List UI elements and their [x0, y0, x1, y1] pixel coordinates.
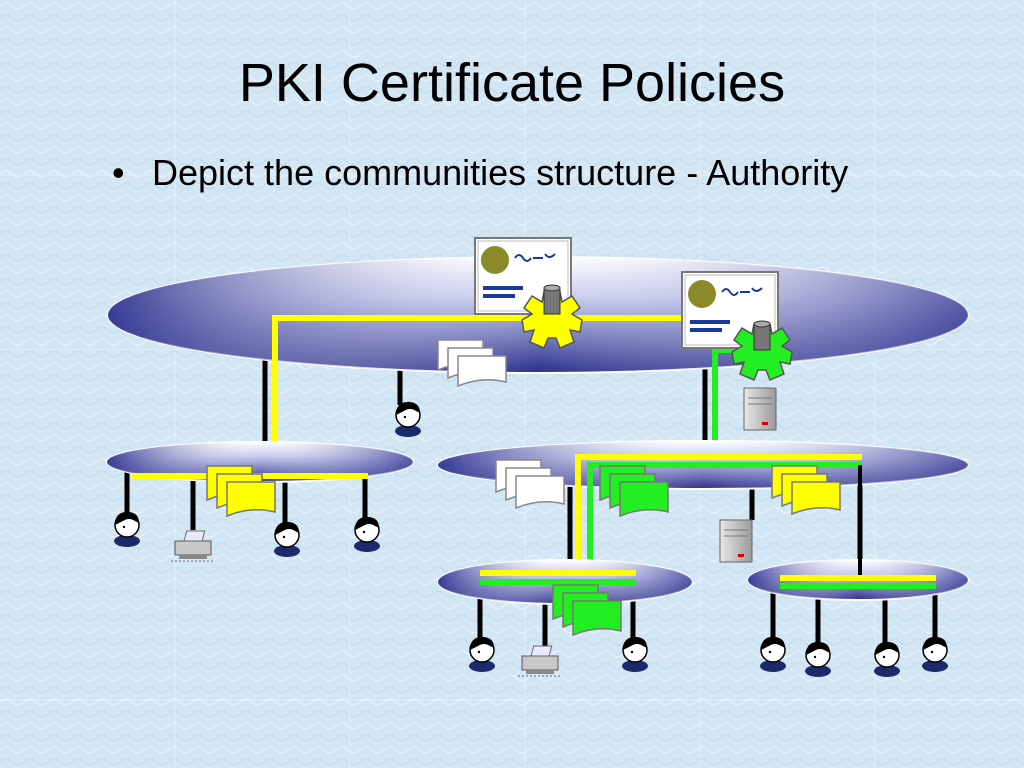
middle-green-policy-documents-icon [599, 465, 669, 518]
middle-yellow-policy-documents-icon [771, 465, 841, 516]
left-user-icon [273, 521, 301, 558]
lower-right-user-icon [921, 636, 949, 673]
bullet-item: • Depict the communities structure - Auth… [112, 152, 848, 194]
left-yellow-policy-documents-icon [206, 465, 276, 518]
green-ca-gear-icon [731, 320, 793, 381]
slide-title: PKI Certificate Policies [238, 53, 786, 113]
left-community-platform [106, 441, 414, 483]
lower-middle-user-icon [621, 636, 649, 673]
lower-right-user-icon [804, 641, 832, 678]
middle-policy-documents-icon [495, 459, 565, 510]
root-user-icon [394, 401, 422, 438]
left-user-icon [113, 511, 141, 548]
yellow-ca-gear-icon [521, 284, 583, 349]
left-user-icon [353, 516, 381, 553]
lower-middle-user-icon [468, 636, 496, 673]
middle-server-icon [719, 519, 753, 563]
yellow-authority-path-middle [575, 454, 862, 575]
lower-middle-printer-icon [517, 645, 563, 677]
lower-right-user-icon [759, 636, 787, 673]
root-server-icon [743, 387, 777, 431]
lower-middle-green-policy-documents-icon [552, 584, 622, 637]
bullet-dot: • [112, 152, 125, 193]
bullet-text: Depict the communities structure - Autho… [152, 152, 849, 193]
root-policy-documents-icon [437, 339, 507, 388]
lower-right-user-icon [873, 641, 901, 678]
left-printer-icon [170, 530, 216, 562]
green-authority-path-middle [587, 462, 862, 575]
